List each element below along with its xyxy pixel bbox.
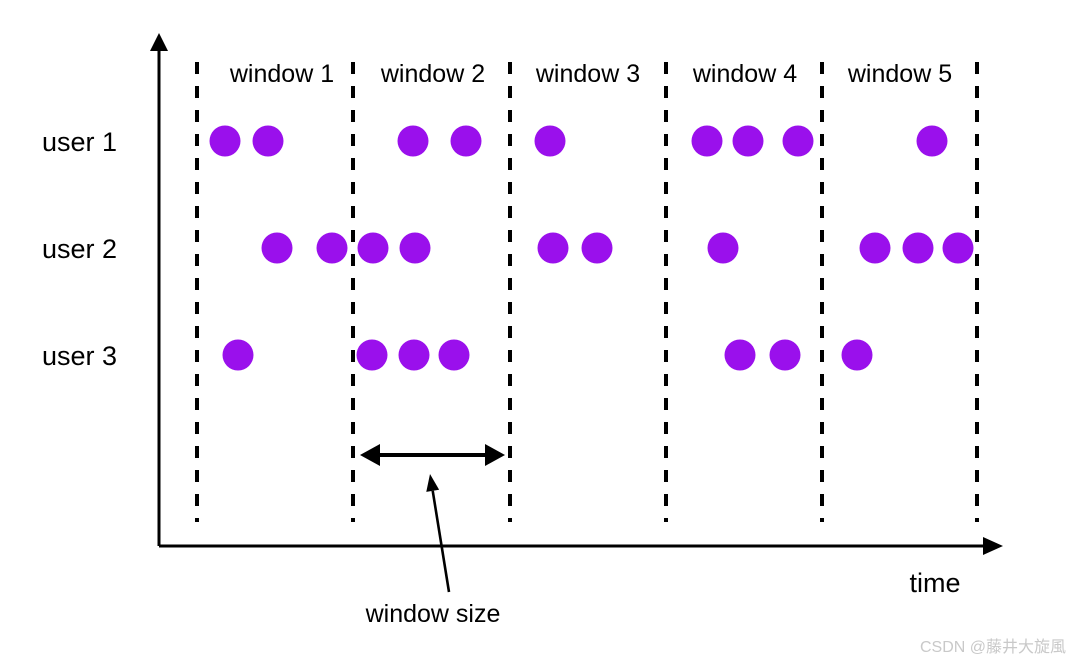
window-size-left-arrowhead — [360, 444, 380, 466]
event-dot-user1-5 — [534, 125, 566, 157]
event-dot-user2-6 — [581, 232, 613, 264]
window-labels-group: window 1 window 2 window 3 window 4 window 5 — [229, 60, 952, 88]
event-dot-user1-9 — [916, 125, 948, 157]
event-dot-user2-2 — [316, 232, 348, 264]
event-dot-user3-5 — [724, 339, 756, 371]
event-dot-user1-6 — [691, 125, 723, 157]
event-dot-user1-8 — [782, 125, 814, 157]
x-axis-label: time — [909, 568, 960, 598]
event-dot-user3-2 — [356, 339, 388, 371]
window-label-1: window 1 — [229, 60, 334, 88]
event-dot-user3-7 — [841, 339, 873, 371]
event-dots-group — [209, 125, 974, 371]
event-dot-user1-3 — [397, 125, 429, 157]
user-row-labels-group: user 1 user 2 user 3 — [42, 127, 117, 371]
event-dot-user1-7 — [732, 125, 764, 157]
window-size-annotation-group: window size — [360, 444, 505, 628]
window-label-2: window 2 — [380, 60, 485, 88]
event-dot-user2-8 — [859, 232, 891, 264]
event-dot-user1-2 — [252, 125, 284, 157]
window-label-5: window 5 — [847, 60, 952, 88]
y-axis-arrowhead — [150, 33, 168, 51]
window-size-callout-arrowhead — [426, 474, 440, 492]
window-size-callout-line — [431, 490, 451, 593]
user-row-label-2: user 2 — [42, 234, 117, 264]
window-size-right-arrowhead — [485, 444, 505, 466]
event-dot-user3-3 — [398, 339, 430, 371]
event-dot-user2-1 — [261, 232, 293, 264]
event-dot-user2-10 — [942, 232, 974, 264]
axes-group: time — [150, 33, 1003, 598]
event-dot-user3-6 — [769, 339, 801, 371]
window-dividers-group — [195, 62, 979, 522]
user-row-label-3: user 3 — [42, 341, 117, 371]
csdn-watermark: CSDN @藤井大旋風 — [919, 639, 1066, 656]
window-label-3: window 3 — [535, 60, 640, 88]
event-dot-user2-4 — [399, 232, 431, 264]
x-axis-arrowhead — [983, 537, 1003, 555]
event-dot-user3-1 — [222, 339, 254, 371]
user-row-label-1: user 1 — [42, 127, 117, 157]
event-dot-user2-3 — [357, 232, 389, 264]
window-label-4: window 4 — [692, 60, 797, 88]
event-dot-user1-4 — [450, 125, 482, 157]
event-dot-user3-4 — [438, 339, 470, 371]
event-dot-user2-9 — [902, 232, 934, 264]
event-dot-user2-7 — [707, 232, 739, 264]
event-dot-user1-1 — [209, 125, 241, 157]
event-dot-user2-5 — [537, 232, 569, 264]
window-size-label: window size — [365, 600, 501, 628]
